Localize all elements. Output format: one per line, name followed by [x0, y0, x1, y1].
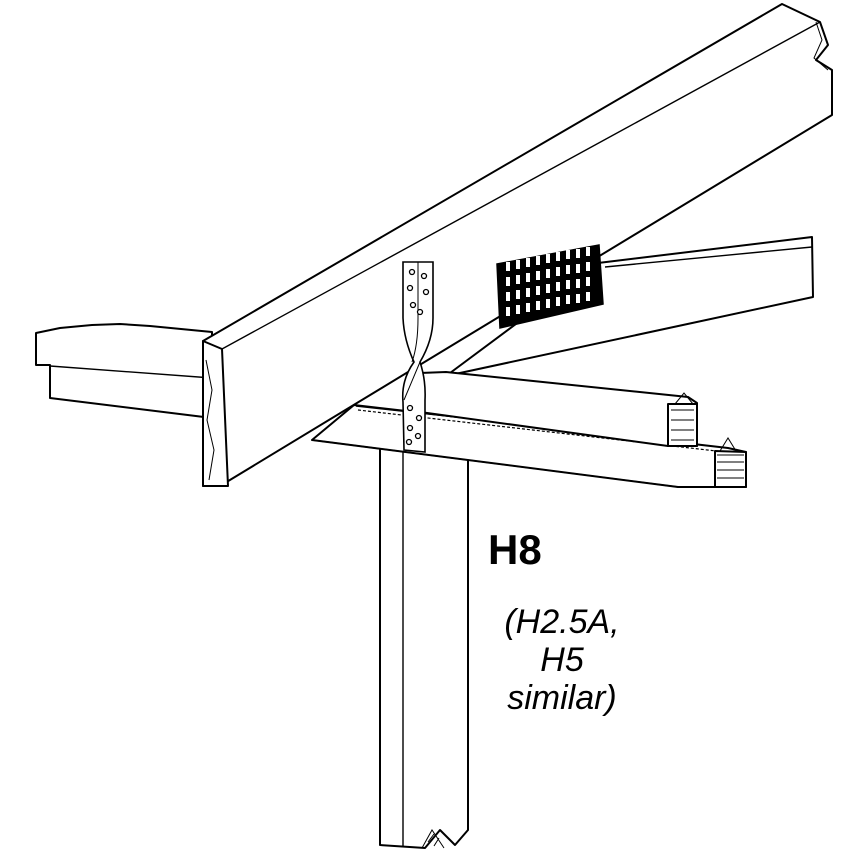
hurricane-tie-connector-icon	[401, 261, 434, 453]
rear-chord	[445, 236, 814, 377]
model-label: H8	[488, 526, 542, 573]
alternate-models-line-3: similar)	[507, 679, 617, 717]
post	[379, 444, 469, 849]
alternate-models-line-1: (H2.5A,	[504, 603, 620, 641]
back-beam	[35, 323, 213, 419]
rafter	[202, 3, 833, 487]
ceiling-joist	[419, 371, 698, 447]
alternate-models-line-2: H5	[540, 641, 584, 679]
truss-plate-icon	[496, 244, 604, 329]
